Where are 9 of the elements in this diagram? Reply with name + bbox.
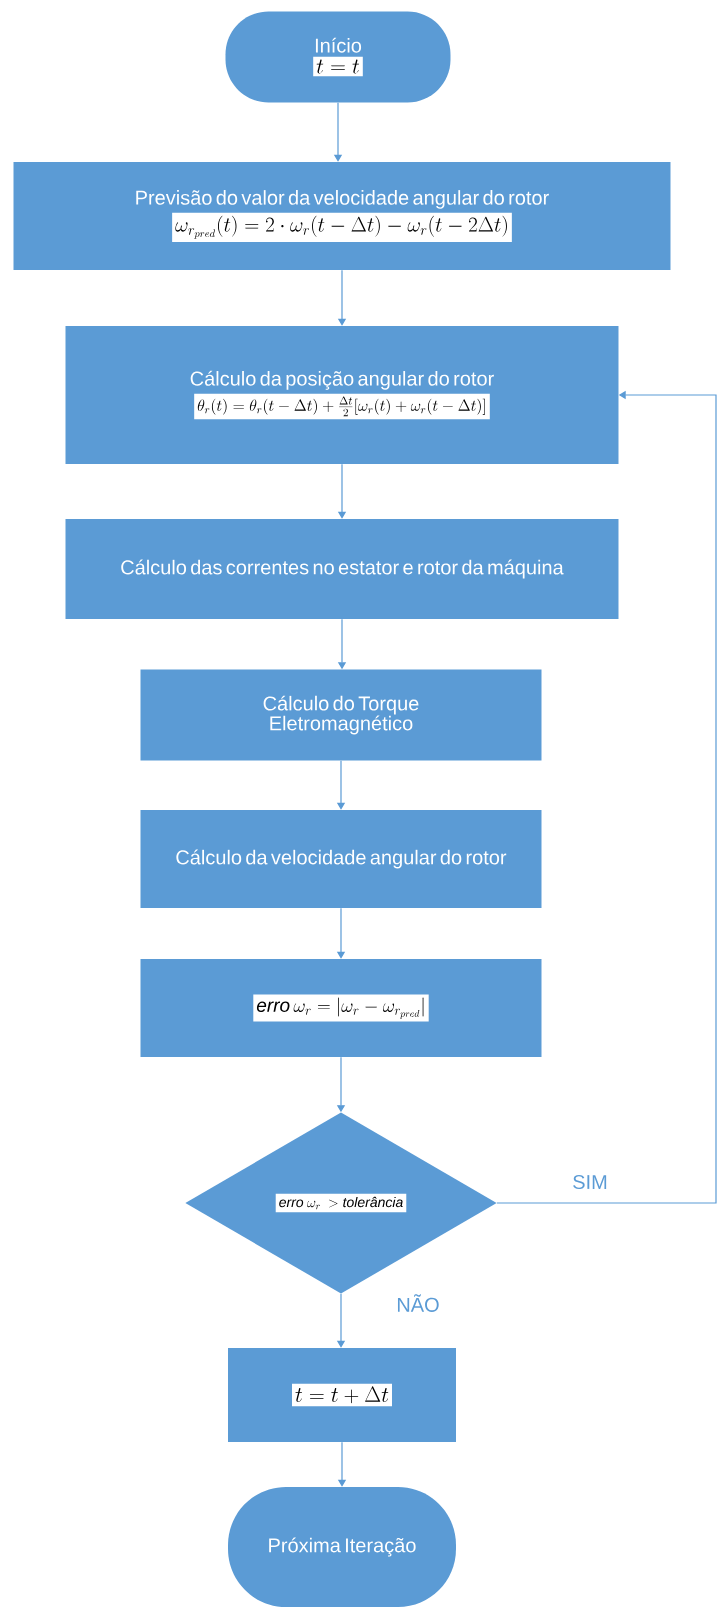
process-box: Previsão do valor da velocidade angular do rotor $\omega_{r_{pred}}(t) = 2\cdot\omega_r(t-\Delta t) - \omega_r(t-2\Delta t)$ — [13, 162, 671, 270]
process-box: Cálculo da velocidade angular do rotor — [140, 810, 542, 908]
process-box: Cálculo da posição angular do rotor $\theta_r(t) = \theta_r(t-\Delta t) + \frac{\Delta t}{2}[\omega_r(t) + \omega_r(t-\Delta t)]$ — [65, 326, 619, 464]
edge-label: NÃO — [394, 1292, 442, 1314]
process-box: $\mathit{erro}\ \omega_r = |\omega_r - \omega_{r_{pred}}|$ — [140, 959, 542, 1057]
process-box: Cálculo do Torque Eletromagnético — [140, 669, 542, 761]
process-box: Cálculo das correntes no estator e rotor da máquina — [65, 519, 619, 619]
edge-label: SIM — [570, 1172, 610, 1192]
process-box: $t = t + \Delta t$ — [228, 1348, 456, 1442]
